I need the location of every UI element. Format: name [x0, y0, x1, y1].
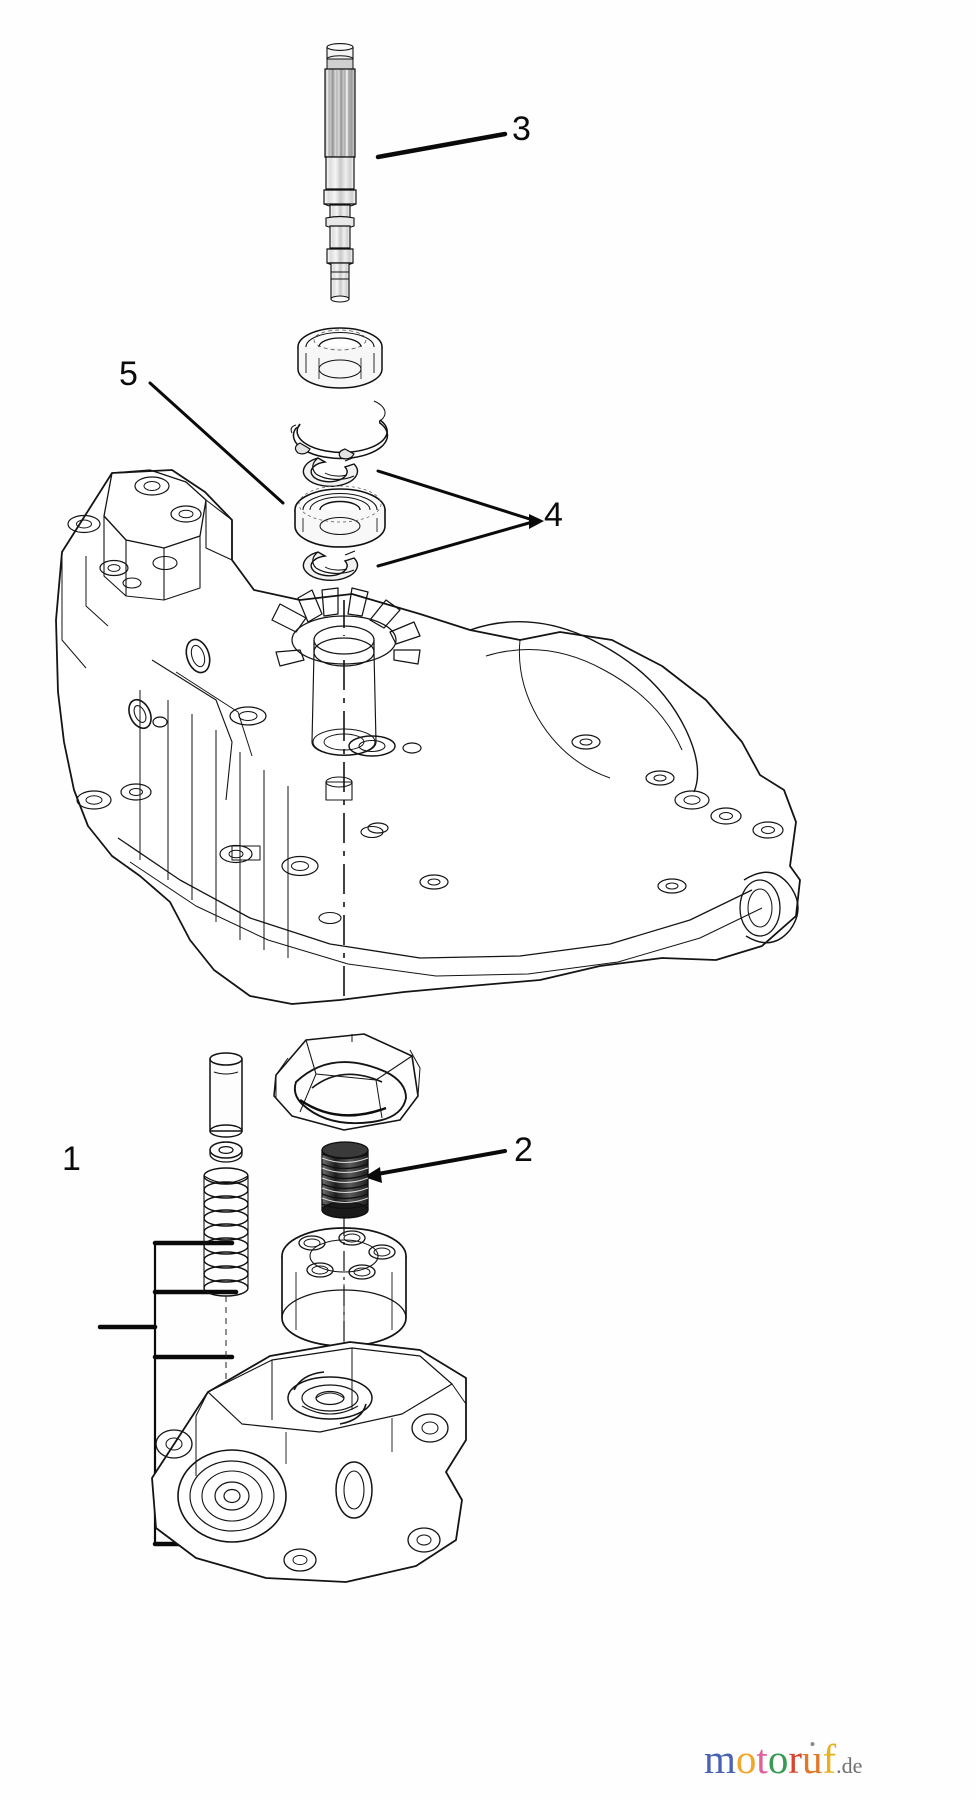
leader-line-2	[370, 1149, 507, 1177]
part-compression-spring	[203, 1167, 249, 1406]
part-retaining-ring-upper	[302, 456, 359, 488]
leader-line-5	[148, 381, 285, 505]
leader-arrow-2	[364, 1167, 382, 1183]
logo-letter-r: r	[788, 1736, 802, 1782]
callout-label-2: 2	[514, 1131, 534, 1169]
part-pin-plunger	[209, 1052, 243, 1138]
part-swash-plate	[273, 1033, 421, 1131]
part-cylinder-block	[281, 1216, 407, 1360]
logo-letter-f: f	[822, 1736, 837, 1782]
callout-label-5: 5	[119, 355, 139, 393]
logo-letter-o2: o	[767, 1736, 789, 1782]
part-washer	[209, 1141, 243, 1163]
part-transaxle-housing	[55, 469, 801, 1005]
part-input-shaft	[323, 43, 357, 303]
logo-letter-u: u	[801, 1736, 823, 1782]
callout-label-3: 3	[512, 110, 532, 148]
callout-label-4: 4	[544, 496, 564, 534]
logo-accent-dot: •	[809, 1735, 816, 1754]
part-valve-spring	[321, 1141, 369, 1219]
leader-line-4a	[376, 469, 538, 523]
leader-arrow-4	[529, 514, 544, 529]
part-retaining-ring-lower	[302, 550, 359, 582]
leader-lines	[97, 131, 544, 1547]
logo-letter-m: m	[704, 1736, 736, 1782]
callout-label-1: 1	[62, 1140, 82, 1178]
part-snap-ring-large	[290, 400, 389, 460]
part-ball-bearing-upper	[297, 327, 383, 389]
logo-letter-t: t	[756, 1736, 768, 1782]
part-ball-bearing-lower	[294, 485, 386, 548]
leader-line-4b	[376, 519, 538, 568]
logo-tld: .de	[836, 1753, 863, 1778]
motoruf-watermark-logo: motoruf.de •	[704, 1735, 863, 1782]
logo-letter-o1: o	[735, 1736, 757, 1782]
leader-line-3	[375, 131, 508, 160]
part-pump-housing	[151, 1341, 467, 1583]
